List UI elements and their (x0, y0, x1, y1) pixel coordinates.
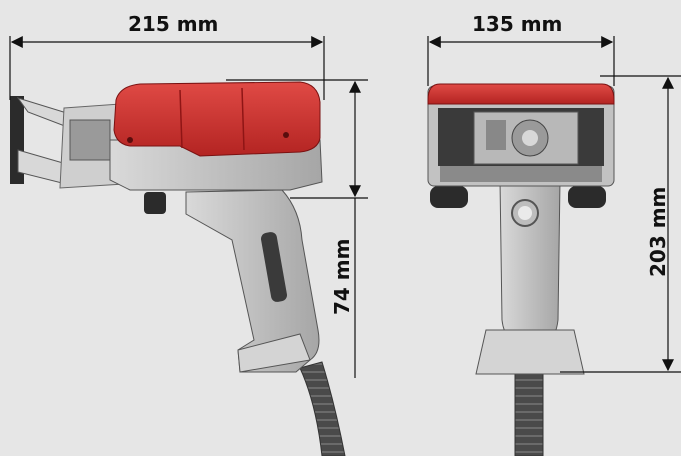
front-width-label: 135 mm (472, 12, 563, 36)
front-view-device (427, 83, 615, 456)
front-red-top (427, 83, 615, 105)
front-knob-left (430, 186, 468, 208)
side-height-label: 74 mm (330, 238, 354, 315)
side-knob (144, 192, 166, 214)
side-red-housing (113, 81, 321, 157)
front-cable (514, 365, 544, 456)
front-height-label: 203 mm (646, 186, 670, 277)
side-nozzle (10, 96, 125, 189)
side-length-label: 215 mm (128, 12, 219, 36)
side-cable (299, 361, 346, 456)
dimension-lines (9, 36, 681, 378)
side-view-device (10, 81, 346, 456)
front-knob-right (568, 186, 606, 208)
